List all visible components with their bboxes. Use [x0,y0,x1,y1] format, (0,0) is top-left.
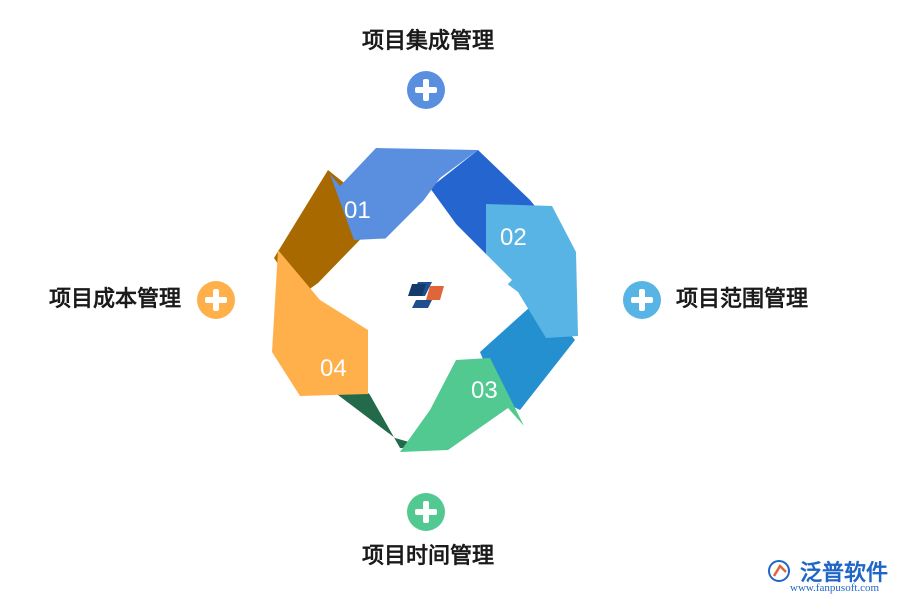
logo-icon [408,282,444,308]
plus-icon[interactable] [407,493,445,531]
node-label-time: 项目时间管理 [362,544,495,569]
brand-logo: 泛普软件 [768,555,888,587]
step-number-03: 03 [471,377,498,404]
plus-icon[interactable] [623,281,661,319]
plus-icon[interactable] [197,281,235,319]
brand-icon [768,560,790,582]
brand-name: 泛普软件 [800,561,889,586]
arrow-02 [486,204,578,338]
brand-url[interactable]: www.fanpusoft.com [790,582,880,594]
step-number-01: 01 [344,197,371,224]
arrow-01 [330,148,478,240]
plus-icon[interactable] [407,71,445,109]
arrow-03 [400,358,524,452]
step-number-02: 02 [500,224,527,251]
node-label-scope: 项目范围管理 [676,287,809,312]
node-label-integration: 项目集成管理 [362,29,495,54]
node-label-cost: 项目成本管理 [49,287,182,312]
step-number-04: 04 [320,355,347,382]
arrow-04 [272,250,368,396]
center-diamond [344,196,512,364]
